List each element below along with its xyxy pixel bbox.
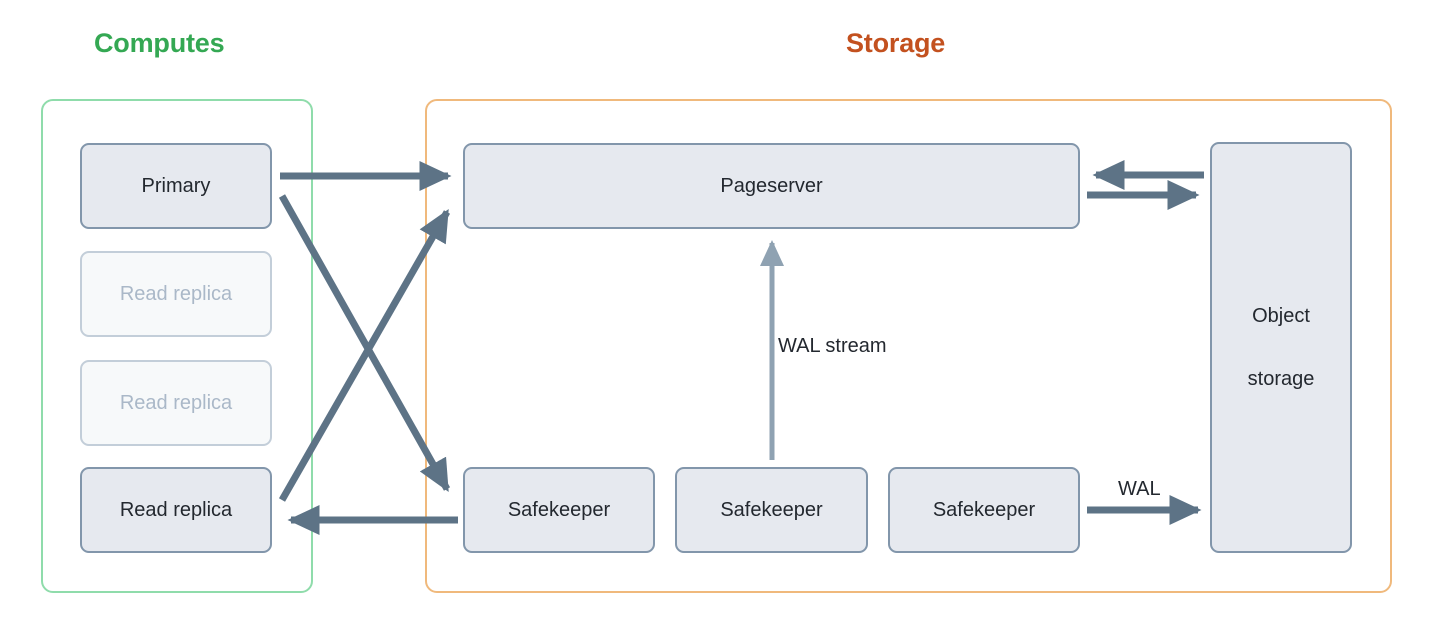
object-storage-line-1: Object: [1252, 304, 1310, 327]
edge-label-wal: WAL: [1118, 478, 1161, 500]
node-read-replica-2[interactable]: Read replica: [80, 360, 272, 446]
storage-group-title: Storage: [846, 28, 946, 58]
node-read-replica-1[interactable]: Read replica: [80, 251, 272, 337]
node-object-storage[interactable]: Object storage: [1210, 142, 1352, 553]
computes-group-title: Computes: [94, 28, 225, 58]
node-safekeeper-2[interactable]: Safekeeper: [675, 467, 868, 553]
object-storage-line-2: storage: [1247, 367, 1315, 390]
node-safekeeper-3[interactable]: Safekeeper: [888, 467, 1080, 553]
edge-label-wal-stream: WAL stream: [778, 335, 887, 357]
node-primary[interactable]: Primary: [80, 143, 272, 229]
node-pageserver[interactable]: Pageserver: [463, 143, 1080, 229]
node-read-replica-3[interactable]: Read replica: [80, 467, 272, 553]
node-safekeeper-1[interactable]: Safekeeper: [463, 467, 655, 553]
